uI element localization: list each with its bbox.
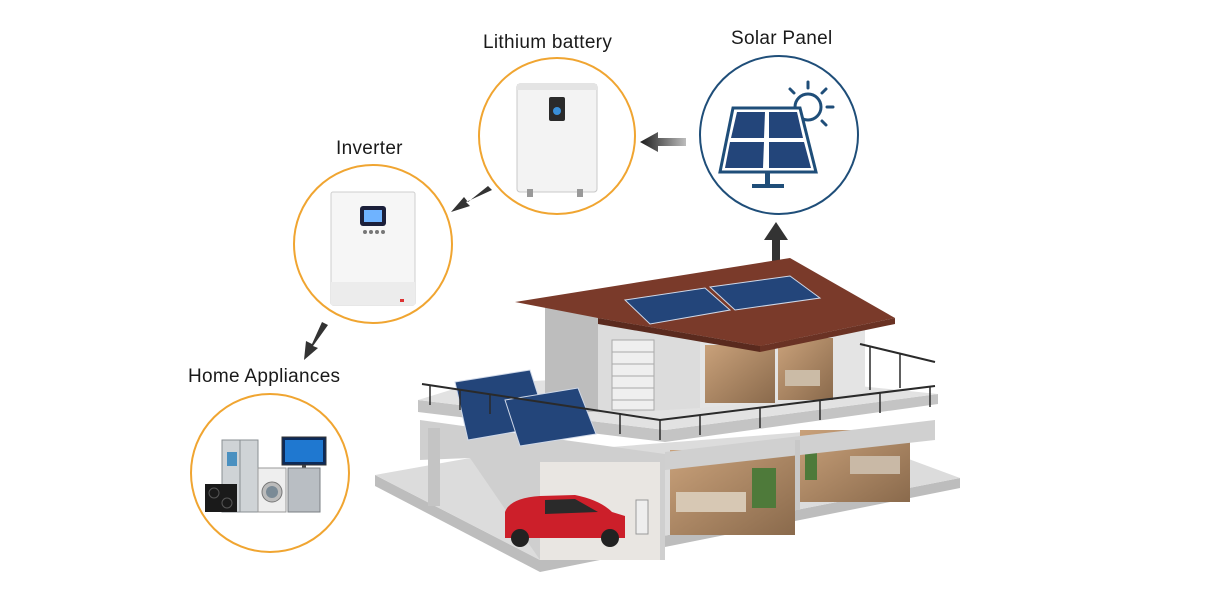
home-appliances-icon <box>205 436 327 513</box>
lithium-battery-icon <box>516 83 598 197</box>
arrow-battery-to-inverter <box>451 186 492 212</box>
arrow-inverter-to-appliances <box>304 322 328 360</box>
arrow-house-to-solar <box>764 222 788 262</box>
appliances-label: Home Appliances <box>188 366 341 387</box>
solar-panel-sun-icon <box>718 80 835 188</box>
solar-panel-label: Solar Panel <box>731 28 833 49</box>
house-with-solar-illustration <box>375 258 960 572</box>
battery-label: Lithium battery <box>483 32 613 53</box>
arrow-solar-to-battery <box>640 132 686 152</box>
inverter-label: Inverter <box>336 138 403 159</box>
inverter-icon <box>330 191 416 306</box>
